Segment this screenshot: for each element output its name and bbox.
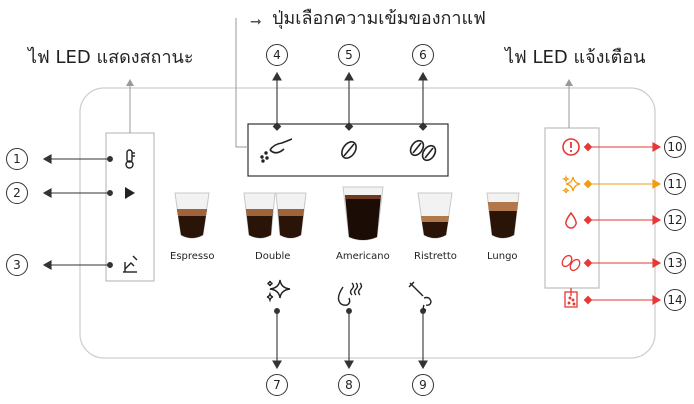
coffee-bean-warning-icon: [561, 254, 581, 272]
sparkle-icon: [561, 174, 581, 194]
coffee-scoop-icon: [260, 138, 293, 163]
status-leds-title: ไฟ LED แสดงสถานะ: [28, 47, 194, 68]
water-drop-icon: [565, 211, 577, 229]
steam-icon: [337, 282, 363, 306]
status-led-box: [105, 132, 155, 282]
play-icon: [125, 187, 135, 199]
clean-sparkle-icon: [266, 279, 291, 303]
warning-leds-title: ไฟ LED แจ้งเตือน: [505, 47, 646, 68]
descale-icon: [123, 255, 138, 273]
strength-buttons-box: [247, 123, 449, 177]
drink-label-double: Double: [255, 251, 291, 262]
callout-8: 8: [338, 374, 360, 396]
callout-10: 10: [664, 136, 686, 158]
title-arrow-icon: ➞: [250, 14, 262, 30]
warning-led-box: [544, 127, 600, 289]
callout-11: 11: [664, 173, 686, 195]
strength-buttons-title: ปุ่มเลือกความเข้มของกาแฟ: [272, 8, 486, 29]
lungo-glass: [486, 192, 520, 239]
callout-3: 3: [6, 254, 28, 276]
callout-4: 4: [266, 44, 288, 66]
hot-water-icon: [408, 281, 432, 311]
drink-label-americano: Americano: [336, 251, 390, 262]
ristretto-glass: [417, 192, 453, 239]
two-coffee-beans-icon: [409, 139, 437, 162]
callout-12: 12: [664, 209, 686, 231]
grounds-container-icon: [564, 288, 578, 308]
coffee-bean-icon: [341, 141, 357, 159]
drink-label-ristretto: Ristretto: [414, 251, 457, 262]
alert-icon: [562, 138, 580, 156]
callout-14: 14: [664, 289, 686, 311]
callout-5: 5: [338, 44, 360, 66]
callout-9: 9: [412, 374, 434, 396]
americano-glass: [342, 186, 384, 241]
drink-label-espresso: Espresso: [170, 251, 215, 262]
machine-panel: [79, 87, 656, 359]
callout-7: 7: [266, 374, 288, 396]
callout-2: 2: [6, 182, 28, 204]
drink-label-lungo: Lungo: [487, 251, 518, 262]
callout-13: 13: [664, 252, 686, 274]
callout-6: 6: [412, 44, 434, 66]
thermometer-icon: [125, 149, 135, 169]
double-glasses: [243, 192, 307, 239]
espresso-glass: [174, 192, 210, 239]
callout-1: 1: [6, 148, 28, 170]
